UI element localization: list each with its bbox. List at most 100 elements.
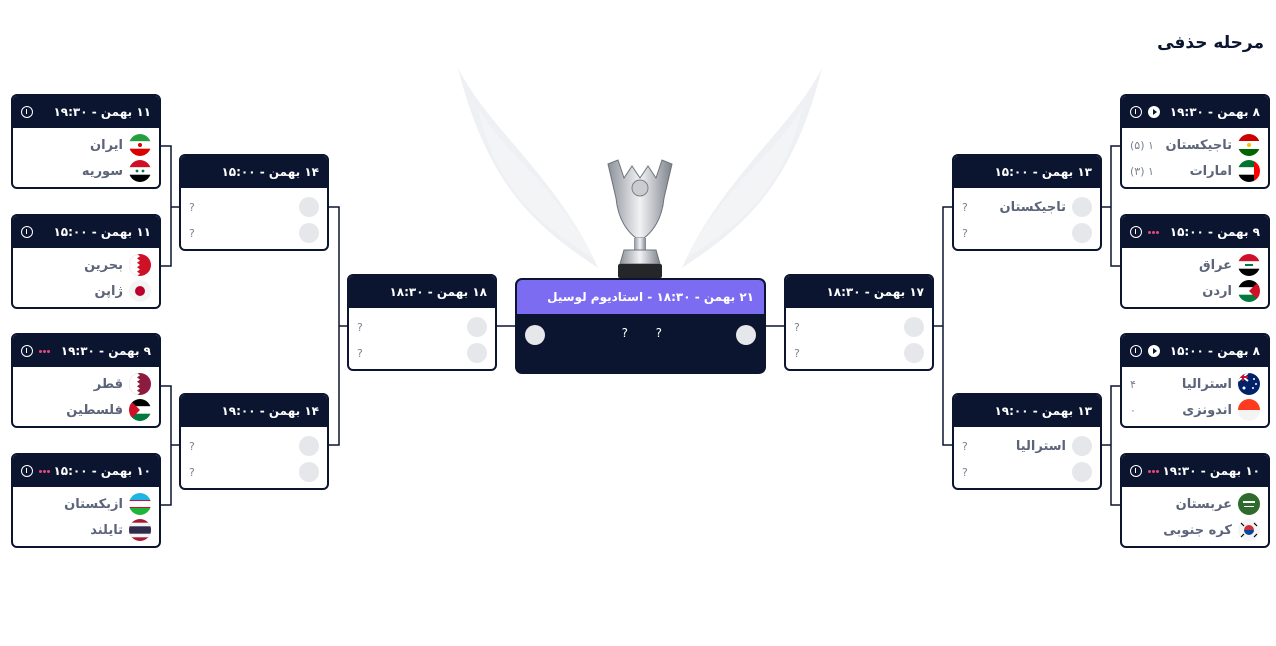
match-card-qatar-palestine[interactable]: ۹ بهمن - ۱۹:۳۰ قطر فلسطین xyxy=(11,333,161,428)
match-card-left-sf[interactable]: ۱۸ بهمن - ۱۸:۳۰ ? ? xyxy=(347,274,497,371)
flag-palestine-icon xyxy=(129,399,151,421)
score: ? xyxy=(794,346,800,360)
score: ? xyxy=(962,439,968,453)
team-placeholder xyxy=(299,197,319,217)
match-date: ۱۰ بهمن - ۱۹:۳۰ xyxy=(1162,464,1260,478)
final-home-score: ? xyxy=(655,326,662,340)
match-date: ۱۴ بهمن - ۱۵:۰۰ xyxy=(221,165,319,179)
team-placeholder xyxy=(299,223,319,243)
flag-australia-icon xyxy=(1238,373,1260,395)
team-name: قطر xyxy=(93,376,123,392)
info-icon[interactable] xyxy=(21,465,33,477)
info-icon[interactable] xyxy=(21,345,33,357)
team-placeholder xyxy=(467,317,487,337)
team-placeholder xyxy=(1072,462,1092,482)
match-date: ۸ بهمن - ۱۹:۳۰ xyxy=(1169,105,1260,119)
team-placeholder xyxy=(1072,436,1092,456)
score: ? xyxy=(794,320,800,334)
team-name: ازبکستان xyxy=(64,496,123,512)
team-name: تاجیکستان xyxy=(999,199,1066,215)
score: ۴ xyxy=(1130,377,1136,391)
team-name: بحرین xyxy=(84,257,123,273)
score: ? xyxy=(962,226,968,240)
match-card-right-qf-1[interactable]: ۱۳ بهمن - ۱۵:۰۰ تاجیکستان? ? xyxy=(952,154,1102,251)
team-placeholder xyxy=(904,317,924,337)
info-icon[interactable] xyxy=(1130,345,1142,357)
live-dots-icon xyxy=(1148,469,1159,473)
final-away-score: ? xyxy=(621,326,628,340)
flag-syria-icon xyxy=(129,160,151,182)
score: ? xyxy=(962,465,968,479)
score: ? xyxy=(357,346,363,360)
info-icon[interactable] xyxy=(1130,106,1142,118)
team-name: امارات xyxy=(1189,163,1232,179)
team-placeholder xyxy=(525,325,545,345)
flag-bahrain-icon xyxy=(129,254,151,276)
team-placeholder xyxy=(904,343,924,363)
match-date: ۱۰ بهمن - ۱۵:۰۰ xyxy=(53,464,151,478)
play-icon[interactable] xyxy=(1148,345,1160,357)
match-date: ۹ بهمن - ۱۵:۰۰ xyxy=(1169,225,1260,239)
page-title: مرحله حذفی xyxy=(1157,33,1264,53)
flag-iraq-icon xyxy=(1238,254,1260,276)
team-name: ژاپن xyxy=(94,283,123,299)
play-icon[interactable] xyxy=(1148,106,1160,118)
score: ? xyxy=(962,200,968,214)
wings-decoration xyxy=(458,68,822,268)
team-name: استرالیا xyxy=(1181,376,1232,392)
score: ? xyxy=(189,200,195,214)
info-icon[interactable] xyxy=(1130,465,1142,477)
live-dots-icon xyxy=(39,469,50,473)
team-name: تاجیکستان xyxy=(1165,137,1232,153)
flag-jordan-icon xyxy=(1238,280,1260,302)
flag-uzbekistan-icon xyxy=(129,493,151,515)
flag-japan-icon xyxy=(129,280,151,302)
final-header: ۲۱ بهمن - ۱۸:۳۰ - استادیوم لوسیل xyxy=(517,280,764,314)
match-date: ۱۷ بهمن - ۱۸:۳۰ xyxy=(826,285,924,299)
info-icon[interactable] xyxy=(1130,226,1142,238)
match-card-left-qf-1[interactable]: ۱۴ بهمن - ۱۵:۰۰ ? ? xyxy=(179,154,329,251)
match-card-australia-indonesia[interactable]: ۸ بهمن - ۱۵:۰۰ استرالیا ۴ اندونزی ۰ xyxy=(1120,333,1270,428)
team-name: عربستان xyxy=(1175,496,1232,512)
team-name: کره جنوبی xyxy=(1163,522,1232,538)
info-icon[interactable] xyxy=(21,226,33,238)
team-placeholder xyxy=(299,436,319,456)
match-date: ۱۳ بهمن - ۱۹:۰۰ xyxy=(994,404,1092,418)
info-icon[interactable] xyxy=(21,106,33,118)
flag-south-korea-icon xyxy=(1238,519,1260,541)
live-dots-icon xyxy=(39,349,50,353)
team-name: استرالیا xyxy=(1015,438,1066,454)
match-date: ۱۱ بهمن - ۱۹:۳۰ xyxy=(53,105,151,119)
match-card-right-qf-2[interactable]: ۱۳ بهمن - ۱۹:۰۰ استرالیا? ? xyxy=(952,393,1102,490)
match-card-right-sf[interactable]: ۱۷ بهمن - ۱۸:۳۰ ? ? xyxy=(784,274,934,371)
score: ? xyxy=(357,320,363,334)
flag-qatar-icon xyxy=(129,373,151,395)
team-placeholder xyxy=(736,325,756,345)
flag-saudi-arabia-icon xyxy=(1238,493,1260,515)
match-card-final[interactable]: ۲۱ بهمن - ۱۸:۳۰ - استادیوم لوسیل ? ? xyxy=(515,278,766,374)
match-date: ۱۴ بهمن - ۱۹:۰۰ xyxy=(221,404,319,418)
team-name: ایران xyxy=(90,137,123,153)
match-card-uzbekistan-thailand[interactable]: ۱۰ بهمن - ۱۵:۰۰ ازبکستان تایلند xyxy=(11,453,161,548)
match-date: ۸ بهمن - ۱۵:۰۰ xyxy=(1169,344,1260,358)
team-placeholder xyxy=(1072,223,1092,243)
score: ۰ xyxy=(1130,403,1136,417)
match-card-saudi-korea[interactable]: ۱۰ بهمن - ۱۹:۳۰ عربستان کره جنوبی xyxy=(1120,453,1270,548)
team-name: تایلند xyxy=(90,522,123,538)
flag-iran-icon xyxy=(129,134,151,156)
match-card-tajikistan-uae[interactable]: ۸ بهمن - ۱۹:۳۰ تاجیکستان ۱ (۵) امارات ۱ … xyxy=(1120,94,1270,189)
match-card-iraq-jordan[interactable]: ۹ بهمن - ۱۵:۰۰ عراق اردن xyxy=(1120,214,1270,309)
match-card-bahrain-japan[interactable]: ۱۱ بهمن - ۱۵:۰۰ بحرین ژاپن xyxy=(11,214,161,309)
score: ? xyxy=(189,439,195,453)
team-name: فلسطین xyxy=(66,402,123,418)
team-name: اندونزی xyxy=(1182,402,1232,418)
match-card-iran-syria[interactable]: ۱۱ بهمن - ۱۹:۳۰ ایران سوریه xyxy=(11,94,161,189)
match-card-left-qf-2[interactable]: ۱۴ بهمن - ۱۹:۰۰ ? ? xyxy=(179,393,329,490)
trophy-icon xyxy=(607,159,673,278)
match-date: ۱۳ بهمن - ۱۵:۰۰ xyxy=(994,165,1092,179)
match-date: ۹ بهمن - ۱۹:۳۰ xyxy=(60,344,151,358)
team-placeholder xyxy=(467,343,487,363)
match-date: ۱۱ بهمن - ۱۵:۰۰ xyxy=(53,225,151,239)
flag-indonesia-icon xyxy=(1238,399,1260,421)
